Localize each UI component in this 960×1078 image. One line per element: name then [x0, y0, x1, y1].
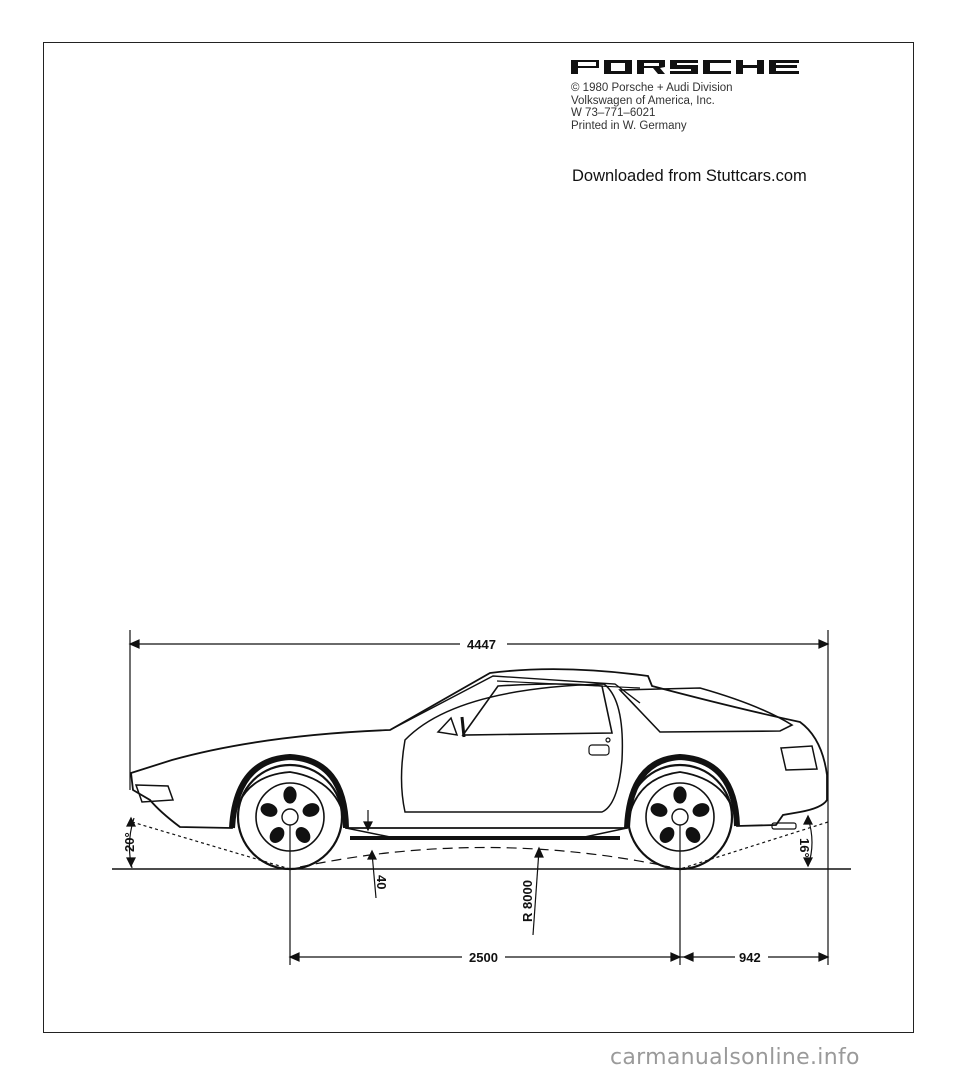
front-wheel [236, 763, 344, 871]
imprint-part-number: W 73–771–6021 [571, 107, 656, 120]
approach-angle-label: 20° [122, 832, 137, 852]
ramp-radius-arc [299, 846, 671, 868]
rear-wheel [626, 763, 734, 871]
length-arrow-right [818, 639, 830, 649]
porsche-logo [571, 60, 799, 74]
imprint-company: Volkswagen of America, Inc. [571, 94, 715, 107]
radius-leader [532, 849, 540, 936]
rear-overhang-label: 942 [739, 950, 761, 965]
imprint-printed: Printed in W. Germany [571, 119, 687, 132]
departure-angle-label: 16° [797, 838, 812, 858]
wheelbase-arrow-left [288, 952, 300, 962]
overhang-arrow-left [682, 952, 694, 962]
door-handle [588, 744, 610, 756]
length-arrow-left [128, 639, 140, 649]
departure-angle-line [679, 821, 829, 870]
rear-lamp [780, 745, 818, 771]
overall-length-label: 4447 [467, 637, 496, 652]
footer-watermark: carmanualsonline.info [610, 1045, 860, 1070]
approach-angle-line [131, 821, 291, 870]
download-note[interactable]: Downloaded from Stuttcars.com [572, 167, 807, 185]
car-body-outline [130, 668, 828, 829]
mirror [436, 716, 459, 736]
door-outline [400, 683, 624, 813]
ground-clearance-label: 40 [374, 875, 389, 889]
brand-block: © 1980 Porsche + Audi Division Volkswage… [571, 58, 803, 132]
side-window [461, 683, 613, 736]
imprint-copyright: © 1980 Porsche + Audi Division [571, 82, 733, 94]
front-lamp [134, 784, 175, 803]
overhang-arrow-right [818, 952, 830, 962]
rear-quarter-glass [618, 687, 794, 733]
wheelbase-arrow-right [670, 952, 682, 962]
ramp-radius-label: R 8000 [520, 880, 535, 922]
wheelbase-label: 2500 [469, 950, 498, 965]
page-frame [43, 42, 914, 1033]
